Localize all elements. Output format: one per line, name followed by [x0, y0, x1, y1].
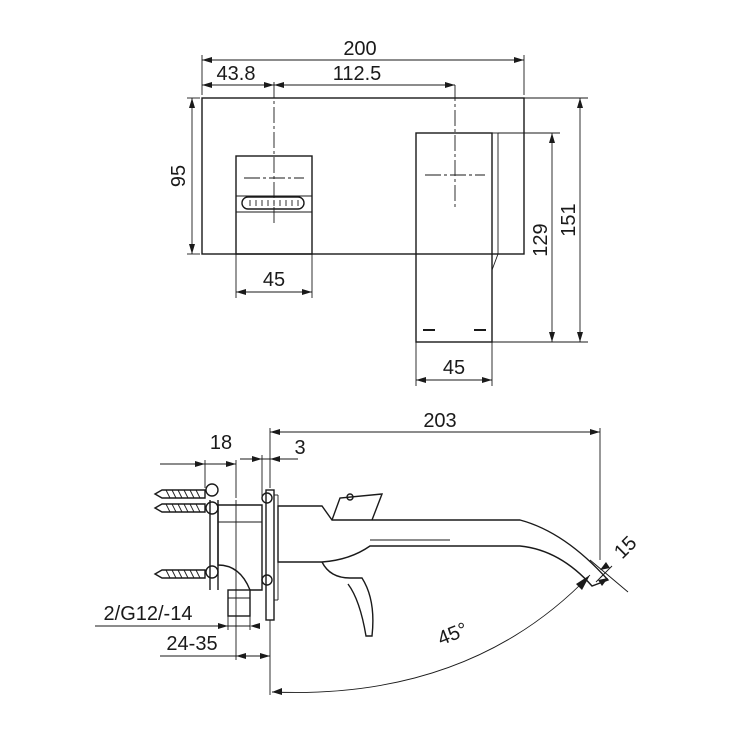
- lever-lower: [321, 561, 374, 637]
- dim-overall-width: 200: [343, 38, 376, 60]
- dim-height: 95: [168, 165, 190, 187]
- anchor-screw-top: [153, 489, 206, 499]
- front-wall-plate: [201, 97, 525, 255]
- dim-total-projection: 203: [423, 410, 456, 432]
- dim-thread: 2/G12/-14: [104, 603, 193, 625]
- dim-spout-width: 45: [443, 357, 465, 379]
- side-view: 203 18 3 15 2/G12/-14 24-35: [95, 410, 641, 695]
- dim-outlet: 15: [610, 532, 641, 563]
- anchor-screw-bottom: [153, 569, 206, 579]
- valve-body: [217, 504, 263, 591]
- dim-handle-width: 45: [263, 269, 285, 291]
- dim-plate: 3: [294, 437, 305, 459]
- dim-angle: 45°: [435, 619, 471, 651]
- spout-profile: [277, 505, 610, 587]
- front-handle-grip-hatch: [249, 200, 299, 206]
- front-handle-body: [235, 155, 313, 255]
- side-wall-plate: [265, 489, 275, 621]
- dim-spout-height-outer: 151: [558, 203, 580, 236]
- inlet-connector: [227, 589, 251, 617]
- dim-body-depth: 18: [210, 432, 232, 454]
- dim-spout-height-inner: 129: [530, 223, 552, 256]
- lever-handle: [331, 493, 384, 521]
- dim-spout-offset: 112.5: [333, 63, 382, 85]
- anchor-screw-mid: [153, 503, 206, 513]
- angle-arc: [271, 574, 591, 693]
- front-view: 200 43.8 112.5 95 129 151: [168, 38, 588, 386]
- front-handle-grip: [241, 196, 305, 210]
- front-spout-body: [415, 132, 493, 343]
- dim-handle-offset: 43.8: [217, 63, 256, 85]
- dim-wall-range: 24-35: [166, 633, 217, 655]
